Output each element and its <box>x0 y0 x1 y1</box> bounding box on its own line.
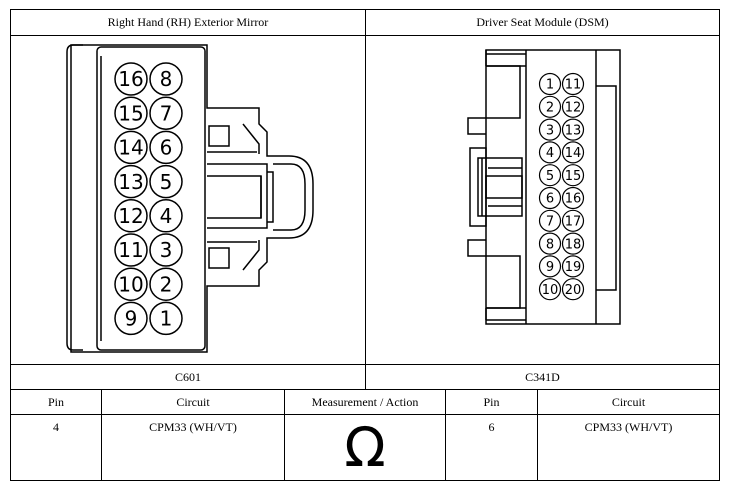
right-pin-circle <box>561 209 585 232</box>
right-pin-label: 9 <box>546 260 554 275</box>
left-pin-circle <box>149 301 183 336</box>
left-pin-label: 8 <box>160 67 173 91</box>
left-pin-label: 2 <box>160 272 173 296</box>
right-connector-title: Driver Seat Module (DSM) <box>365 9 720 36</box>
right-pin-label: 3 <box>546 123 554 138</box>
left-pin-circle <box>149 96 183 130</box>
right-pin-circle <box>538 255 562 278</box>
right-pin-circle <box>538 95 562 118</box>
pin-a-header: Pin <box>10 389 102 415</box>
left-pin-circle <box>114 130 148 165</box>
left-connector-id: C601 <box>10 364 366 390</box>
left-pin-circle <box>114 233 148 267</box>
right-pin-label: 20 <box>565 283 582 298</box>
right-pin-label: 11 <box>565 78 582 93</box>
circuit-a-value: CPM33 (WH/VT) <box>101 414 285 481</box>
right-connector-id: C341D <box>365 364 720 390</box>
pin-b-value: 6 <box>445 414 538 481</box>
right-pin-circle <box>538 164 562 187</box>
pin-a-value: 4 <box>10 414 102 481</box>
left-pin-circle <box>114 62 148 96</box>
left-pin-label: 16 <box>118 67 143 91</box>
right-pin-circle <box>561 141 585 164</box>
left-pin-label: 13 <box>118 170 143 194</box>
right-pin-circle <box>538 186 562 210</box>
right-pin-circle <box>561 164 585 187</box>
left-pin-circle <box>149 62 183 96</box>
right-pin-label: 12 <box>565 100 582 115</box>
left-pin-label: 1 <box>160 307 173 331</box>
right-pin-label: 18 <box>565 237 582 252</box>
right-pin-label: 19 <box>565 260 582 275</box>
right-pin-circle <box>561 95 585 118</box>
right-pin-circle <box>538 278 562 301</box>
pin-b-header: Pin <box>445 389 538 415</box>
circuit-b-header: Circuit <box>537 389 720 415</box>
left-pin-label: 5 <box>160 170 173 194</box>
right-pin-label: 13 <box>565 123 582 138</box>
circuit-b-value: CPM33 (WH/VT) <box>537 414 720 481</box>
right-pin-circle <box>538 141 562 164</box>
right-pin-label: 10 <box>542 283 559 298</box>
left-pin-label: 9 <box>125 307 138 331</box>
right-pin-label: 15 <box>565 169 582 184</box>
right-pin-label: 16 <box>565 192 582 207</box>
right-pin-circle <box>561 72 585 96</box>
left-pin-circle <box>114 301 148 336</box>
right-pin-label: 4 <box>546 146 554 161</box>
right-pin-circle <box>561 232 585 255</box>
left-pin-label: 4 <box>160 204 173 228</box>
right-pin-circle <box>538 209 562 232</box>
right-pin-label: 14 <box>565 146 582 161</box>
right-pin-circle <box>561 118 585 141</box>
right-pin-circle <box>538 72 562 96</box>
right-pin-circle <box>561 278 585 301</box>
left-pin-label: 14 <box>118 136 143 160</box>
measurement-header: Measurement / Action <box>284 389 446 415</box>
left-pin-label: 15 <box>118 101 143 125</box>
left-pin-label: 3 <box>160 238 173 262</box>
circuit-a-header: Circuit <box>101 389 285 415</box>
right-pin-label: 5 <box>546 169 554 184</box>
left-pin-circle <box>114 164 148 199</box>
left-pin-circle <box>149 233 183 267</box>
right-pin-label: 6 <box>546 192 554 207</box>
left-connector-title: Right Hand (RH) Exterior Mirror <box>10 9 366 36</box>
left-pin-circle <box>149 199 183 233</box>
left-pin-label: 6 <box>160 136 173 160</box>
right-pin-circle <box>538 232 562 255</box>
left-pin-circle <box>149 130 183 165</box>
left-pin-label: 11 <box>118 238 143 262</box>
ohm-measurement-icon: Ω <box>284 414 446 481</box>
left-pin-circle <box>149 267 183 301</box>
left-pin-circle <box>114 199 148 233</box>
right-pin-label: 1 <box>546 78 554 93</box>
right-pin-label: 17 <box>565 214 582 229</box>
right-pin-circle <box>538 118 562 141</box>
right-pin-circle <box>561 186 585 210</box>
left-pin-circle <box>114 96 148 130</box>
right-pin-circle <box>561 255 585 278</box>
left-pin-label: 10 <box>118 272 143 296</box>
pinout-diagram: Right Hand (RH) Exterior Mirror Driver S… <box>10 9 720 481</box>
left-pin-label: 7 <box>160 101 173 125</box>
right-pin-label: 8 <box>546 237 554 252</box>
left-pin-label: 12 <box>118 204 143 228</box>
right-pin-label: 2 <box>546 100 554 115</box>
right-pin-label: 7 <box>546 214 554 229</box>
left-pin-circle <box>114 267 148 301</box>
left-pin-circle <box>149 164 183 199</box>
